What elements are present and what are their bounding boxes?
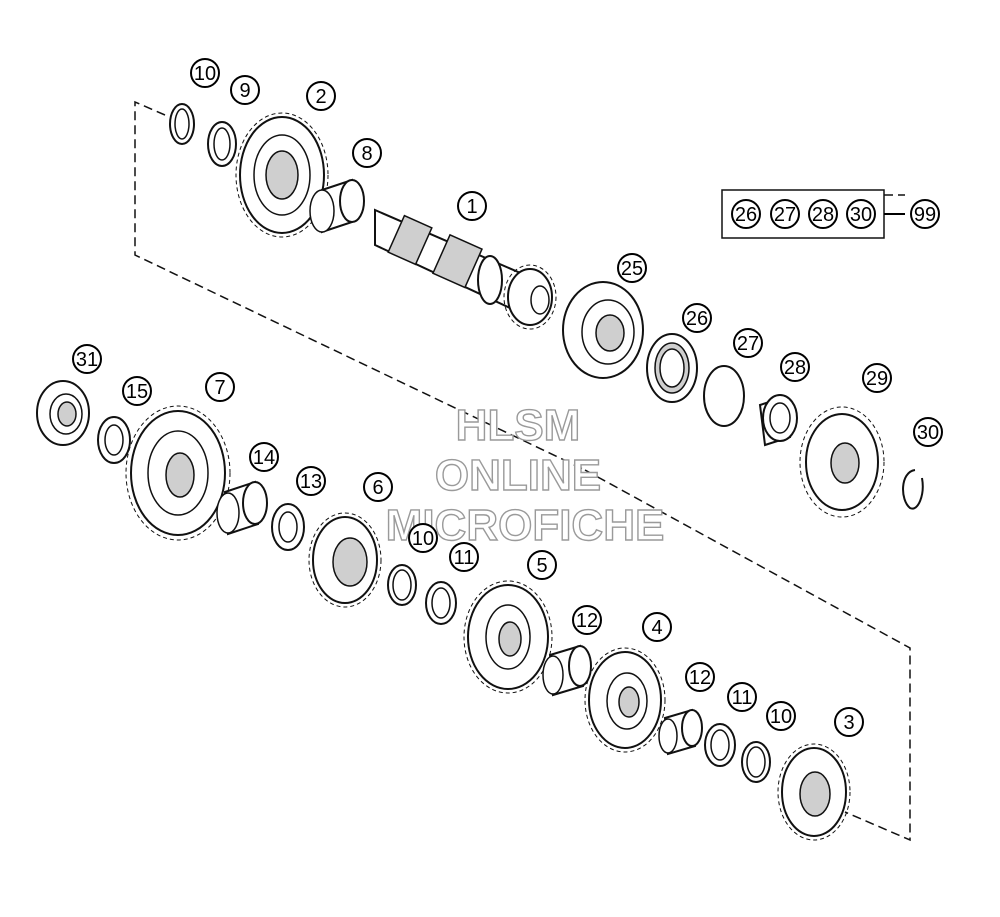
part-bearing-25	[562, 281, 644, 379]
callout-1-4: 1	[457, 191, 487, 221]
callout-28-8: 28	[780, 352, 810, 382]
callout-12-20: 12	[572, 605, 602, 635]
callout-3-25: 3	[834, 707, 864, 737]
callout-4-21: 4	[642, 612, 672, 642]
part-washer-9	[207, 121, 237, 167]
callout-25-5: 25	[617, 253, 647, 283]
callout-7-13-label: 7	[214, 377, 225, 399]
kit-item-30: 30	[846, 199, 876, 229]
callout-6-16: 6	[363, 472, 393, 502]
callout-26-6-label: 26	[686, 308, 708, 330]
callout-1-4-label: 1	[466, 196, 477, 218]
part-circlip-10-mid	[387, 564, 417, 606]
callout-11-18: 11	[449, 542, 479, 572]
watermark-line-3: MICROFICHE	[386, 501, 665, 550]
callout-11-23: 11	[727, 682, 757, 712]
part-gear-3	[777, 743, 851, 841]
part-bushing-14	[216, 480, 268, 536]
watermark: HLSM ONLINE MICROFICHE	[385, 400, 665, 550]
part-bearing-31	[36, 380, 90, 446]
callout-10-24-label: 10	[770, 706, 792, 728]
kit-item-26-label: 26	[735, 204, 757, 226]
callout-8-3: 8	[352, 138, 382, 168]
callout-10-24: 10	[766, 701, 796, 731]
part-bushing-12-b	[658, 708, 703, 756]
callout-9-1-label: 9	[239, 80, 250, 102]
kit-item-30-label: 30	[850, 204, 872, 226]
part-gear-7	[125, 405, 231, 541]
watermark-line-1: HLSM	[456, 401, 581, 450]
callout-12-20-label: 12	[576, 610, 598, 632]
callout-30-10-label: 30	[917, 422, 939, 444]
part-circlip-10-low	[741, 741, 771, 783]
callout-13-15: 13	[296, 466, 326, 496]
part-shaft-1	[374, 208, 557, 330]
part-bushing-12-a	[542, 644, 592, 697]
callout-14-14: 14	[249, 442, 279, 472]
callout-29-9-label: 29	[866, 368, 888, 390]
callout-31-11-label: 31	[76, 349, 98, 371]
callout-11-23-label: 11	[732, 687, 753, 709]
callout-14-14-label: 14	[253, 447, 275, 469]
watermark-line-2: ONLINE	[435, 451, 601, 500]
part-spacer-28	[758, 394, 798, 447]
callout-25-5-label: 25	[621, 258, 643, 280]
callout-2-2-label: 2	[315, 86, 326, 108]
part-washer-15	[97, 416, 131, 464]
callout-10-17: 10	[408, 523, 438, 553]
callout-9-1: 9	[230, 75, 260, 105]
part-washer-11-mid	[425, 581, 457, 625]
callout-30-10: 30	[913, 417, 943, 447]
callout-26-6: 26	[682, 303, 712, 333]
part-gear-4	[584, 647, 666, 753]
part-gear-2	[235, 112, 329, 238]
part-bushing-8	[309, 178, 365, 234]
callout-29-9: 29	[862, 363, 892, 393]
callout-15-12: 15	[122, 376, 152, 406]
callout-4-21-label: 4	[651, 617, 662, 639]
callout-2-2: 2	[306, 81, 336, 111]
part-washer-11-low	[704, 723, 736, 767]
callout-3-25-label: 3	[843, 712, 854, 734]
kit-callout-99-label: 99	[914, 204, 936, 226]
callout-27-7-label: 27	[737, 333, 759, 355]
kit-callout-99: 99	[910, 199, 940, 229]
part-sprocket-29	[799, 406, 885, 518]
callout-27-7: 27	[733, 328, 763, 358]
part-gear-6	[308, 512, 382, 608]
callout-12-22-label: 12	[689, 667, 711, 689]
callout-5-19: 5	[527, 550, 557, 580]
callout-10-17-label: 10	[412, 528, 434, 550]
callout-13-15-label: 13	[300, 471, 322, 493]
callout-6-16-label: 6	[372, 477, 383, 499]
kit-item-28: 28	[808, 199, 838, 229]
callout-11-18-label: 11	[454, 547, 475, 569]
callout-10-0-label: 10	[194, 63, 216, 85]
part-circlip-30	[902, 469, 924, 510]
part-oring-27	[703, 365, 745, 427]
callout-10-0: 10	[190, 58, 220, 88]
callout-5-19-label: 5	[536, 555, 547, 577]
kit-item-27-label: 27	[774, 204, 796, 226]
callout-12-22: 12	[685, 662, 715, 692]
kit-item-28-label: 28	[812, 204, 834, 226]
kit-item-26: 26	[731, 199, 761, 229]
kit-item-27: 27	[770, 199, 800, 229]
callout-31-11: 31	[72, 344, 102, 374]
part-circlip-10-top	[169, 103, 195, 145]
callout-15-12-label: 15	[126, 381, 148, 403]
part-washer-13	[271, 503, 305, 551]
callout-7-13: 7	[205, 372, 235, 402]
part-seal-26	[646, 333, 698, 403]
callout-28-8-label: 28	[784, 357, 806, 379]
callout-8-3-label: 8	[361, 143, 372, 165]
part-gear-5	[463, 580, 553, 694]
